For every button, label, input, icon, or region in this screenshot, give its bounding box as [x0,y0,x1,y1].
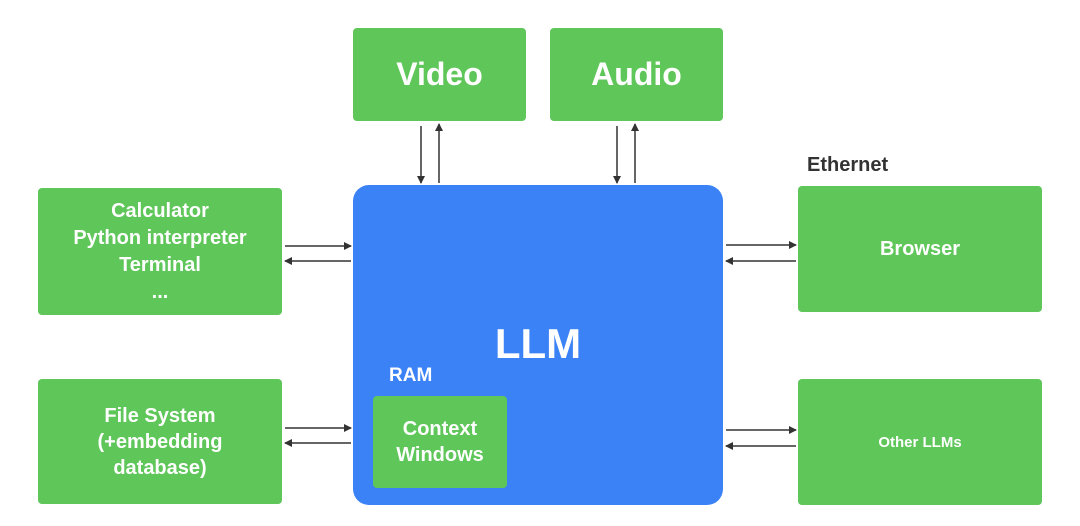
tools-line-terminal: Terminal [119,253,201,276]
fs-line-3: database) [113,456,207,479]
browser-node: Browser [798,186,1042,312]
file-system-node: File System (+embedding database) [38,379,282,504]
video-node: Video [353,28,526,121]
tools-line-python: Python interpreter [73,226,247,249]
other-llms-label: Other LLMs [878,433,962,451]
other-llms-node: Other LLMs [798,379,1042,505]
video-label: Video [396,56,483,92]
fs-line-2: (+embedding [97,430,223,453]
audio-node: Audio [550,28,723,121]
ethernet-label: Ethernet [807,154,889,176]
fs-line-1: File System [104,404,216,427]
llm-node: LLM RAM Context Windows [353,185,723,505]
ram-label: RAM [389,365,433,386]
context-line-1: Context [402,418,478,440]
tools-line-calculator: Calculator [111,199,209,222]
llm-title: LLM [494,320,582,367]
browser-label: Browser [879,237,961,260]
tools-line-ellipsis: ... [151,280,169,303]
tools-node: Calculator Python interpreter Terminal .… [38,188,282,315]
context-line-2: Windows [396,444,484,466]
audio-label: Audio [591,56,682,92]
context-windows-node: Context Windows [373,396,507,488]
